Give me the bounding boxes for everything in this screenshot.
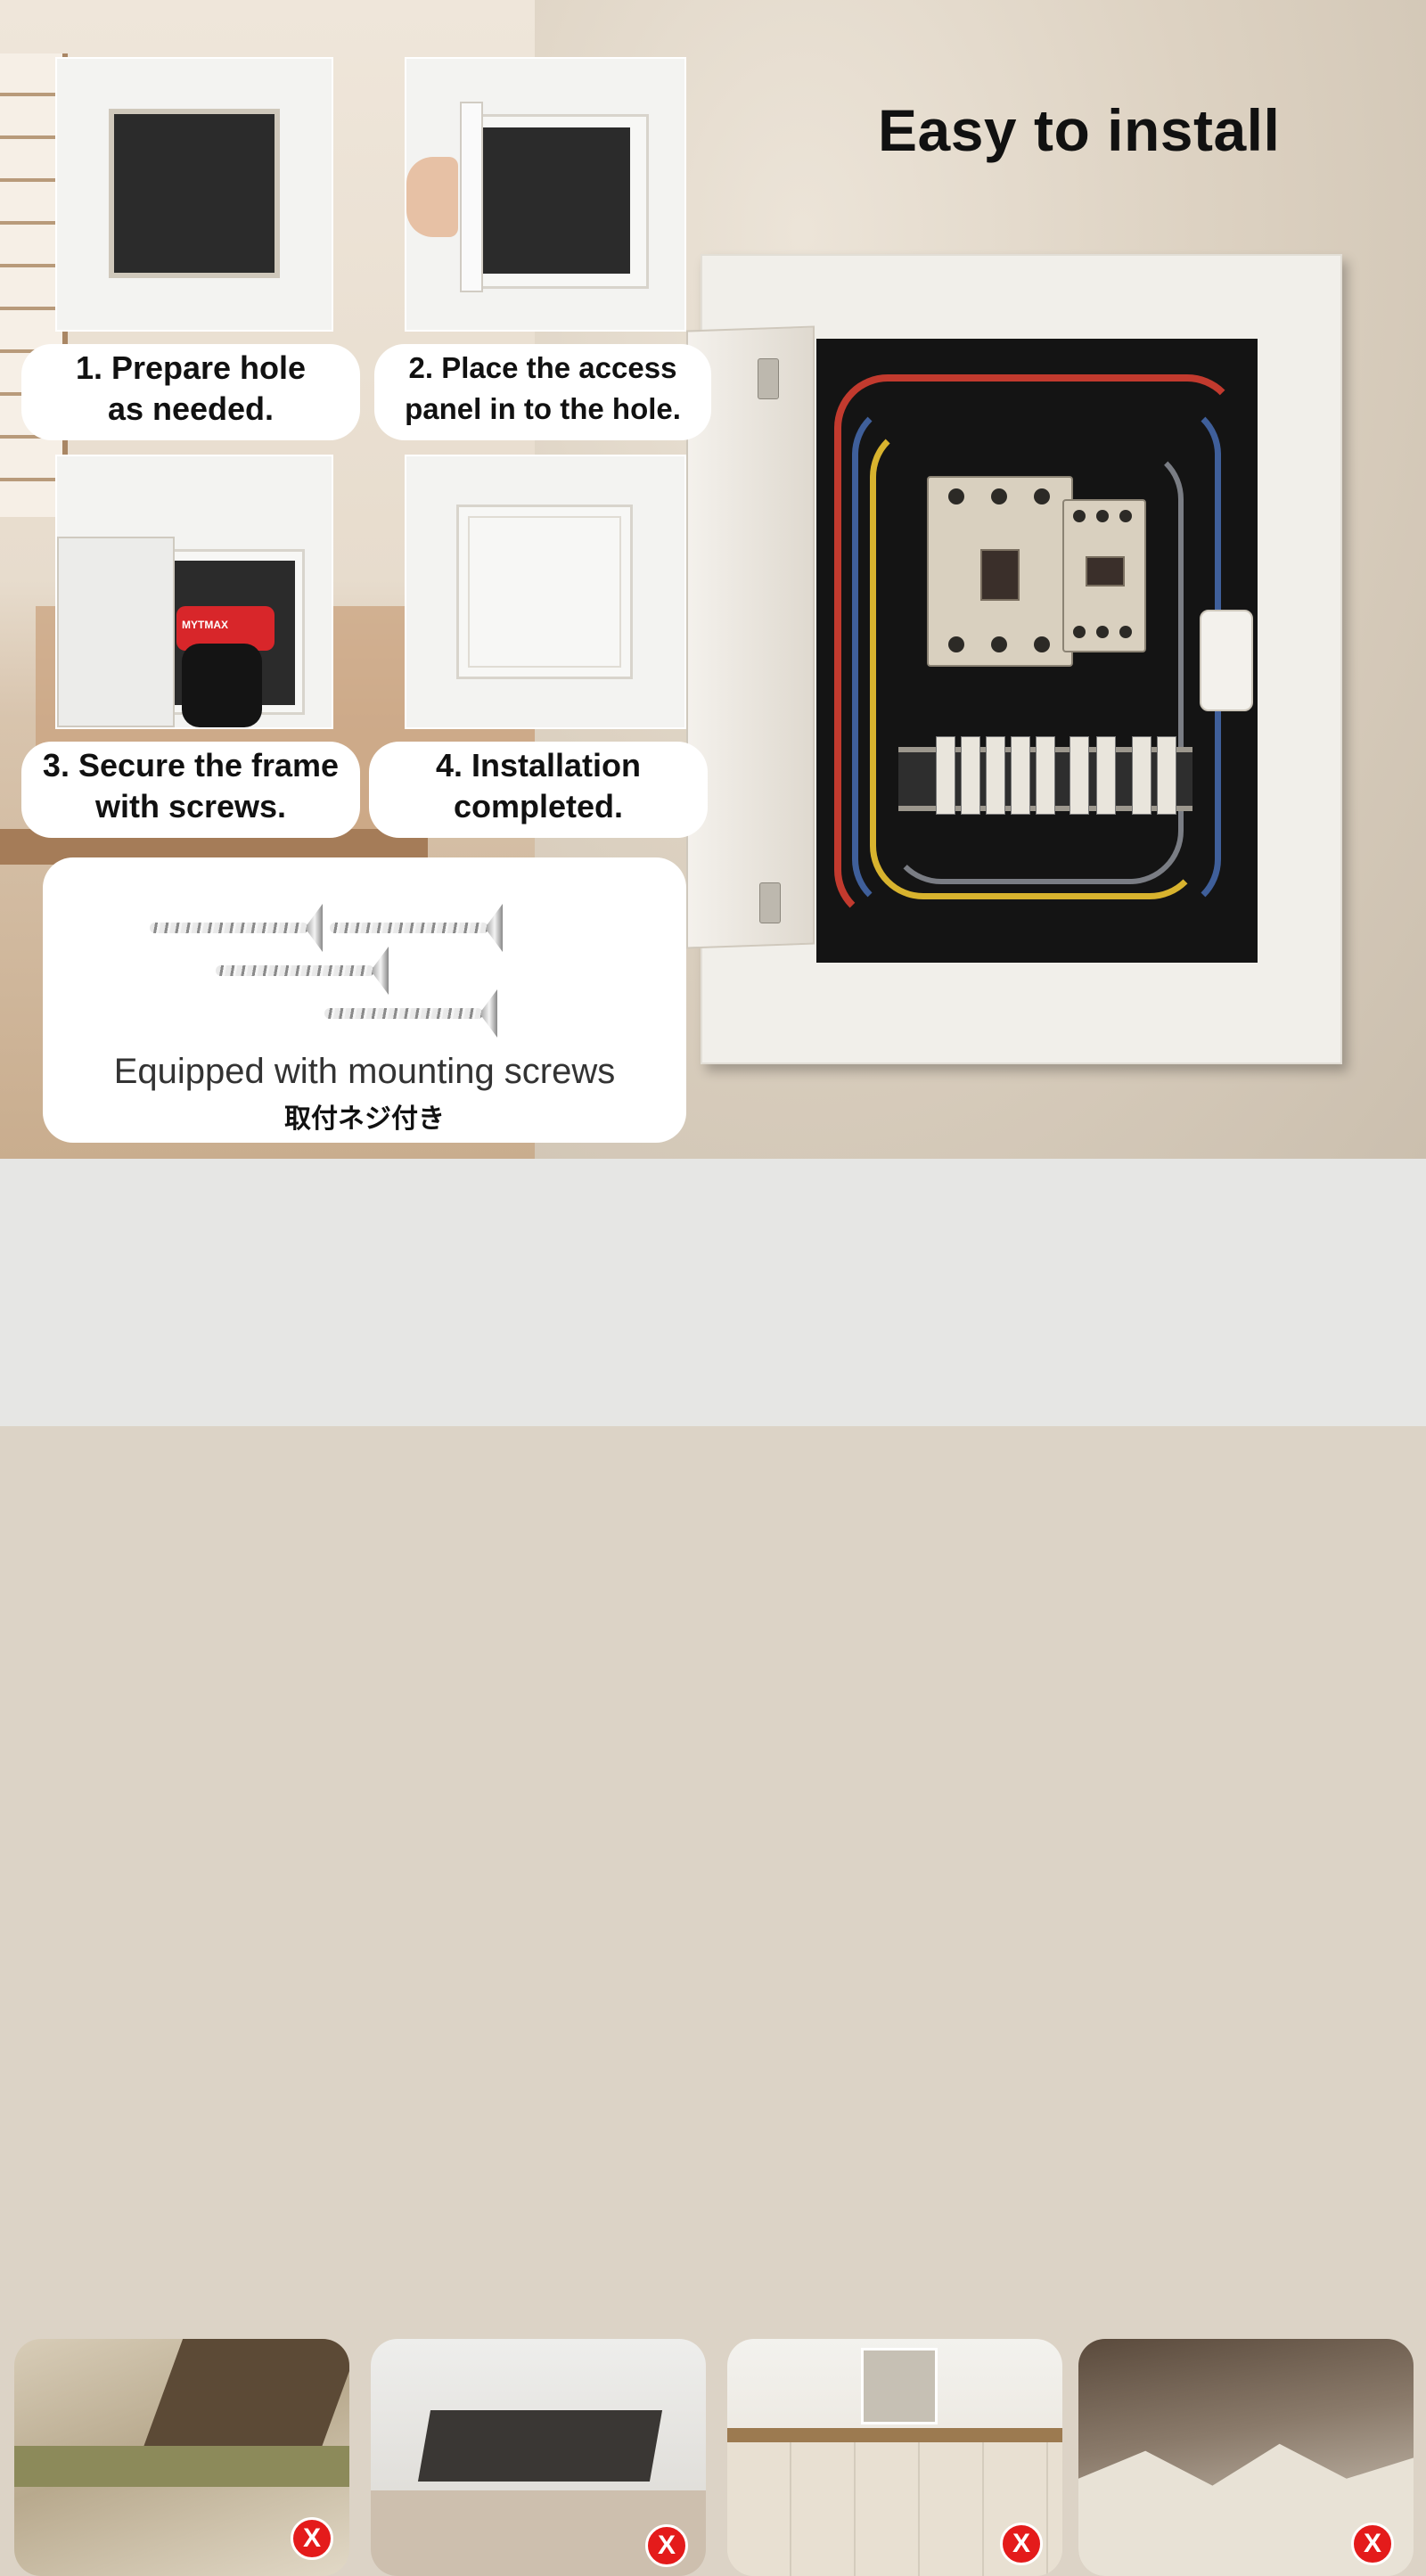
drill-icon: MYTMAX: [176, 606, 275, 651]
step-2-label: 2. Place the access panel in to the hole…: [374, 344, 711, 440]
terminal-block: [1070, 736, 1089, 815]
x-mark-icon: X: [645, 2524, 688, 2567]
top-hinge-icon: [758, 358, 779, 399]
contactor-large: [927, 476, 1073, 667]
step-2-line-2: panel in to the hole.: [405, 392, 681, 425]
wall-hole: [109, 109, 280, 278]
terminal-block: [986, 736, 1005, 815]
latch-icon: [1200, 610, 1253, 711]
step-4-label: 4. Installation completed.: [369, 742, 708, 838]
panel-frame: [469, 114, 649, 289]
bad-example-4: X: [1078, 2339, 1414, 2576]
step-1-line-2: as needed.: [107, 390, 275, 427]
bottom-hinge-icon: [759, 882, 781, 923]
screws-caption-en: Equipped with mounting screws: [113, 1052, 616, 1091]
x-mark-icon: X: [1000, 2523, 1043, 2565]
terminal-block: [936, 736, 955, 815]
step-4-photo: [405, 455, 686, 729]
step-4-line-1: 4. Installation: [435, 747, 642, 783]
bad-example-2: X: [371, 2339, 706, 2576]
terminal-block: [1157, 736, 1176, 815]
drill-brand: MYTMAX: [182, 619, 228, 631]
bad-example-1: X: [14, 2339, 349, 2576]
step-1-photo: [55, 57, 333, 332]
terminal-block: [961, 736, 980, 815]
open-door: [460, 102, 483, 292]
bad-example-3: X: [727, 2339, 1062, 2576]
step-2-photo: [405, 57, 686, 332]
step-1-label: 1. Prepare hole as needed.: [21, 344, 360, 440]
terminal-block: [1132, 736, 1151, 815]
x-mark-icon: X: [291, 2517, 333, 2560]
terminal-block: [1011, 736, 1030, 815]
step-1-line-1: 1. Prepare hole: [75, 349, 307, 386]
x-mark-icon: X: [1351, 2523, 1394, 2565]
step-3-label: 3. Secure the frame with screws.: [21, 742, 360, 838]
step-2-line-1: 2. Place the access: [408, 351, 677, 384]
wire-grey: [888, 446, 1184, 884]
wire-yellow: [870, 423, 1203, 899]
screws-caption-ja: 取付ネジ付き: [284, 1104, 445, 1134]
bad-examples-strip: X X X X: [0, 1159, 1426, 2576]
terminal-block: [1096, 736, 1116, 815]
screws-card: Equipped with mounting screws 取付ネジ付き: [43, 857, 686, 1143]
open-door: [57, 537, 175, 727]
hand-icon: [406, 157, 458, 237]
step-3-line-1: 3. Secure the frame: [42, 747, 340, 783]
page-title: Easy to install: [878, 97, 1281, 163]
contactor-small: [1062, 499, 1146, 652]
sleeve: [182, 644, 262, 727]
closed-panel: [456, 505, 633, 679]
terminal-block: [1036, 736, 1055, 815]
hero-scene: Easy to install 1. Prepare hole as neede…: [0, 0, 1426, 1159]
step-3-photo: MYTMAX: [55, 455, 333, 729]
wire-red: [834, 374, 1241, 923]
step-4-line-2: completed.: [453, 788, 624, 824]
step-3-line-2: with screws.: [94, 788, 287, 824]
